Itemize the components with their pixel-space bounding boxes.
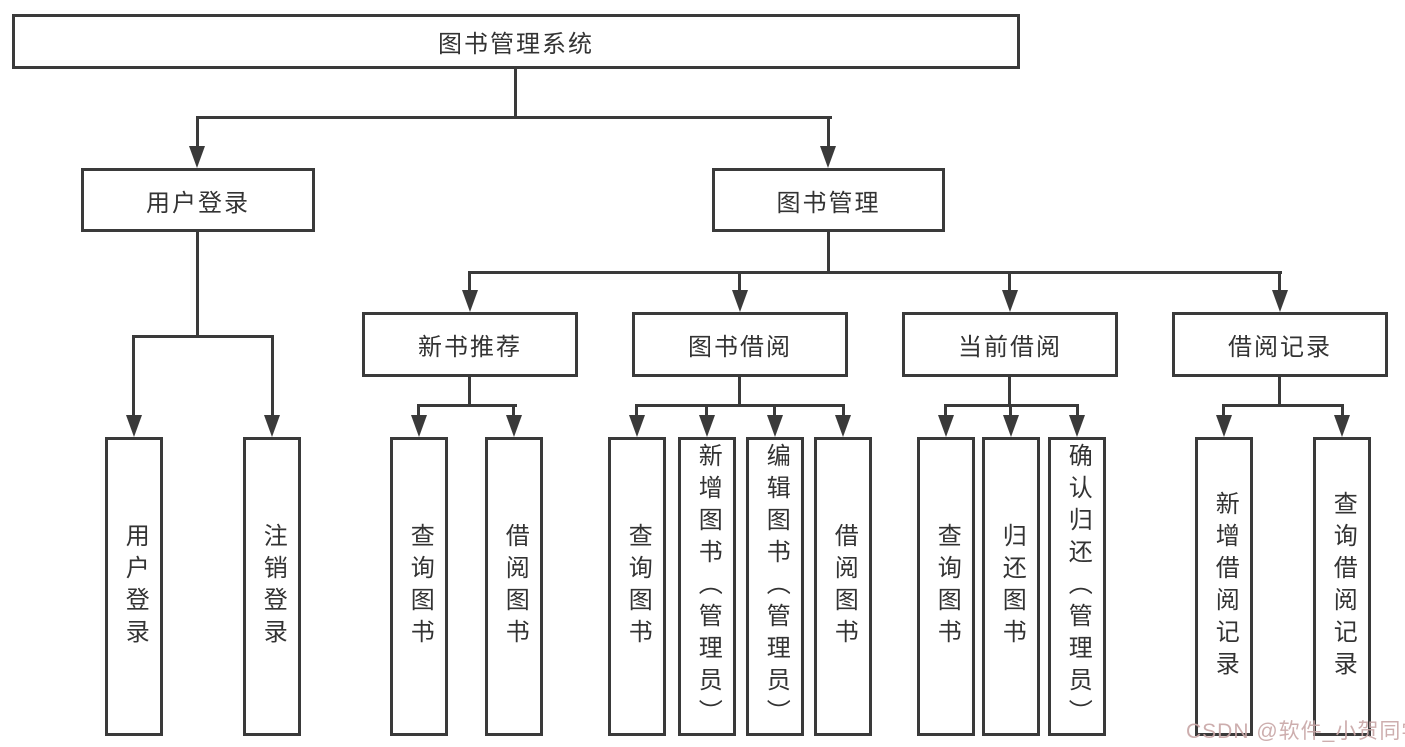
- leaf-edit-books-admin: 编辑图书（管理员）: [746, 437, 804, 736]
- node-book-management: 图书管理: [712, 168, 945, 232]
- arrowhead-icon: [462, 290, 478, 312]
- node-label: 归还图书: [998, 522, 1026, 651]
- leaf-borrow-books: 借阅图书: [485, 437, 543, 736]
- arrowhead-icon: [699, 415, 715, 437]
- node-label: 当前借阅: [958, 334, 1062, 361]
- connector-line: [468, 271, 471, 292]
- node-label: 查询图书: [406, 522, 434, 651]
- node-label: 新增借阅记录: [1211, 490, 1239, 683]
- leaf-borrow-books: 借阅图书: [814, 437, 872, 736]
- leaf-query-borrow-record: 查询借阅记录: [1313, 437, 1371, 736]
- arrowhead-icon: [1002, 290, 1018, 312]
- arrowhead-icon: [189, 146, 205, 168]
- connector-line: [1278, 377, 1281, 407]
- node-label: 借阅图书: [830, 522, 858, 651]
- connector-line: [1008, 271, 1011, 292]
- connector-line: [1222, 404, 1344, 407]
- arrowhead-icon: [411, 415, 427, 437]
- connector-line: [738, 271, 741, 292]
- connector-line: [1222, 404, 1225, 417]
- arrowhead-icon: [506, 415, 522, 437]
- leaf-query-books: 查询图书: [608, 437, 666, 736]
- connector-line: [944, 404, 947, 417]
- node-new-book-recommend: 新书推荐: [362, 312, 578, 377]
- connector-line: [827, 232, 830, 274]
- arrowhead-icon: [1216, 415, 1232, 437]
- connector-line: [635, 404, 638, 417]
- leaf-confirm-return-admin: 确认归还（管理员）: [1048, 437, 1106, 736]
- arrowhead-icon: [126, 415, 142, 437]
- node-borrow-records: 借阅记录: [1172, 312, 1388, 377]
- arrowhead-icon: [1334, 415, 1350, 437]
- arrowhead-icon: [264, 415, 280, 437]
- leaf-add-borrow-record: 新增借阅记录: [1195, 437, 1253, 736]
- node-label: 图书管理: [776, 189, 881, 217]
- connector-line: [196, 116, 832, 119]
- arrowhead-icon: [1272, 290, 1288, 312]
- arrowhead-icon: [1003, 415, 1019, 437]
- connector-line: [827, 116, 830, 148]
- arrowhead-icon: [767, 415, 783, 437]
- connector-line: [417, 404, 517, 407]
- arrowhead-icon: [938, 415, 954, 437]
- connector-line: [1076, 404, 1079, 417]
- node-label: 查询借阅记录: [1329, 490, 1357, 683]
- connector-line: [468, 271, 1282, 274]
- leaf-return-books: 归还图书: [982, 437, 1040, 736]
- node-label: 图书管理系统: [438, 31, 594, 58]
- node-label: 用户登录: [121, 522, 149, 651]
- node-label: 新书推荐: [418, 334, 522, 361]
- connector-line: [842, 404, 845, 417]
- node-label: 编辑图书（管理员）: [762, 442, 790, 731]
- connector-line: [271, 335, 274, 417]
- node-label: 图书借阅: [688, 334, 792, 361]
- connector-line: [132, 335, 135, 417]
- leaf-query-books: 查询图书: [390, 437, 448, 736]
- node-label: 借阅图书: [501, 522, 529, 651]
- leaf-query-books: 查询图书: [917, 437, 975, 736]
- node-label: 查询图书: [933, 522, 961, 651]
- connector-line: [1008, 377, 1011, 407]
- node-library-system: 图书管理系统: [12, 14, 1020, 69]
- connector-line: [512, 404, 515, 417]
- node-label: 注销登录: [259, 522, 287, 651]
- node-label: 确认归还（管理员）: [1064, 442, 1092, 731]
- leaf-add-books-admin: 新增图书（管理员）: [678, 437, 736, 736]
- connector-line: [468, 377, 471, 407]
- connector-line: [773, 404, 776, 417]
- node-book-borrow: 图书借阅: [632, 312, 848, 377]
- leaf-logout: 注销登录: [243, 437, 301, 736]
- connector-line: [417, 404, 420, 417]
- connector-line: [196, 232, 199, 338]
- node-user-login: 用户登录: [81, 168, 315, 232]
- connector-line: [1278, 271, 1281, 292]
- arrowhead-icon: [732, 290, 748, 312]
- node-label: 查询图书: [624, 522, 652, 651]
- leaf-user-login: 用户登录: [105, 437, 163, 736]
- node-label: 用户登录: [146, 189, 250, 217]
- connector-line: [705, 404, 708, 417]
- arrowhead-icon: [820, 146, 836, 168]
- arrowhead-icon: [629, 415, 645, 437]
- arrowhead-icon: [835, 415, 851, 437]
- node-label: 新增图书（管理员）: [694, 442, 722, 731]
- connector-line: [132, 335, 274, 338]
- node-label: 借阅记录: [1228, 334, 1332, 361]
- node-current-borrow: 当前借阅: [902, 312, 1118, 377]
- connector-line: [1009, 404, 1012, 417]
- connector-line: [514, 66, 517, 119]
- arrowhead-icon: [1069, 415, 1085, 437]
- connector-line: [635, 404, 845, 407]
- connector-line: [196, 116, 199, 148]
- connector-line: [1341, 404, 1344, 417]
- csdn-watermark: CSDN @软件_小贺同学: [1186, 720, 1405, 743]
- connector-line: [738, 377, 741, 407]
